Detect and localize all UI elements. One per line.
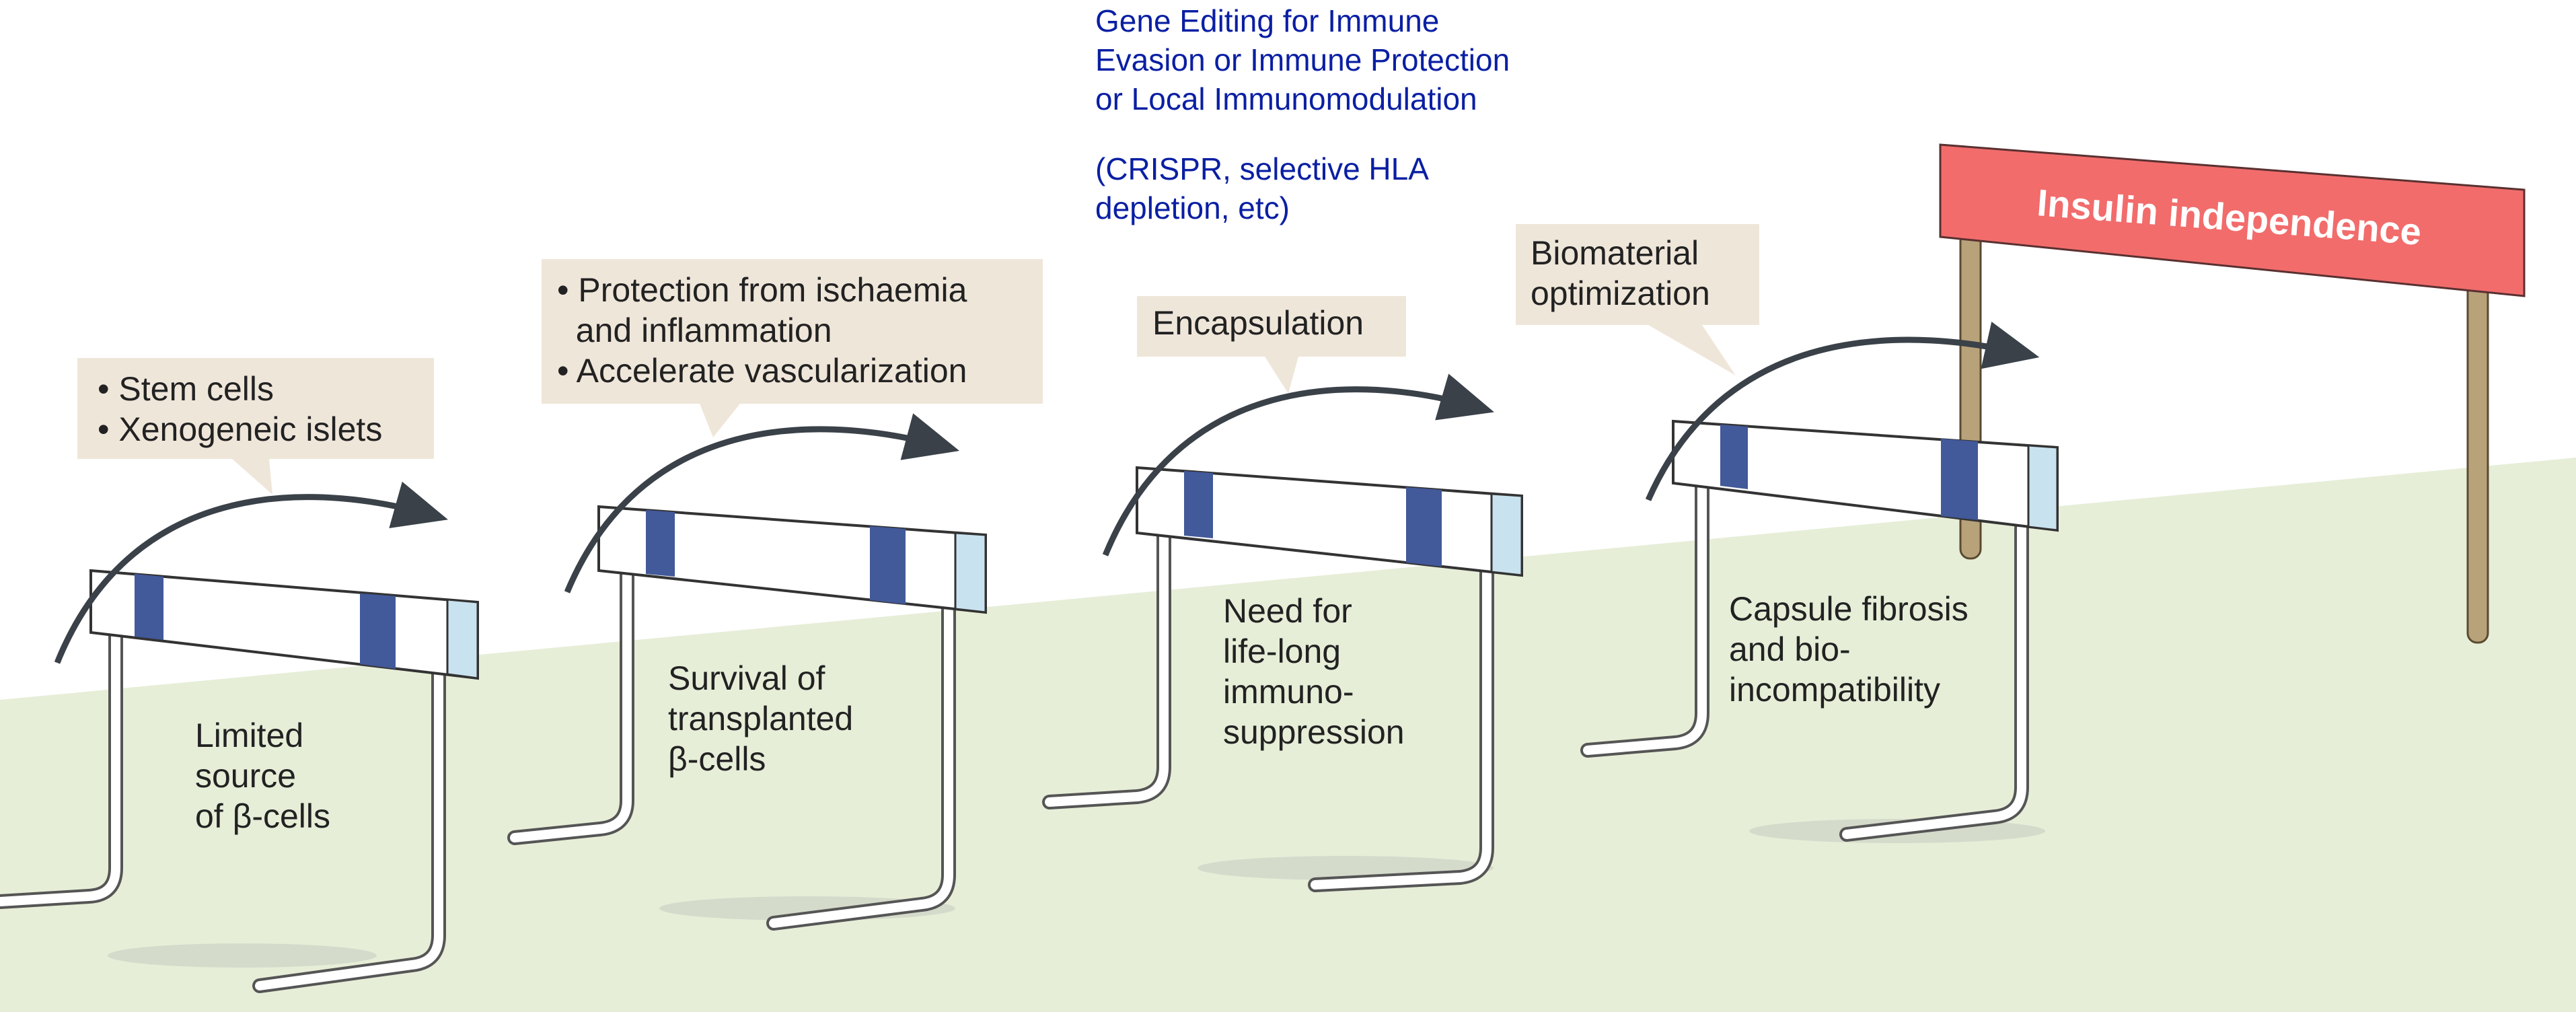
hurdle-3-obstacle-line-3: immuno- [1223, 673, 1354, 711]
hurdle-3-callout-line-1: Encapsulation [1152, 304, 1364, 342]
hurdle-1-callout-line-1: • Stem cells [98, 370, 274, 408]
hurdle-2: • Protection from ischaemia and inflamma… [507, 259, 1043, 931]
hurdle-3-obstacle-line-2: life-long [1223, 632, 1341, 670]
annotation-detail-line-1: (CRISPR, selective HLA [1095, 151, 1429, 186]
hurdle-1-callout [77, 358, 434, 495]
hurdle-1-obstacle-line-2: source [195, 757, 296, 795]
annotation-detail-line-2: depletion, etc) [1095, 190, 1290, 225]
hurdle-2-callout-line-1: • Protection from ischaemia [557, 271, 967, 309]
hurdle-3-callout [1137, 296, 1406, 394]
finish-line: Insulin independence [1939, 143, 2526, 644]
annotation-title-line-3: or Local Immunomodulation [1095, 81, 1477, 116]
hurdle-3-obstacle-line-1: Need for [1223, 592, 1352, 630]
hurdle-2-callout-line-3: • Accelerate vascularization [557, 352, 967, 390]
hurdle-2-obstacle-line-1: Survival of [668, 659, 825, 697]
hurdle-1-obstacle-line-3: of β-cells [195, 797, 330, 835]
hurdle-4-callout-line-1: Biomaterial [1531, 234, 1699, 272]
ground-plane [0, 458, 2576, 1012]
hurdle-1-callout-line-2: • Xenogeneic islets [98, 410, 382, 448]
hurdle-2-callout-line-2: and inflammation [557, 312, 832, 349]
hurdle-4-obstacle-line-1: Capsule fibrosis [1729, 590, 1968, 628]
gene-editing-annotation: Gene Editing for Immune Evasion or Immun… [1095, 3, 1510, 225]
hurdle-2-callout [542, 259, 1043, 437]
finish-post-right [2466, 268, 2489, 644]
hurdle-2-obstacle-line-2: transplanted [668, 700, 853, 737]
finish-banner [1939, 143, 2526, 297]
hurdle-4-arrow [1645, 322, 2040, 501]
hurdle-4-callout [1516, 224, 1759, 375]
hurdle-3-arrow [1102, 373, 1494, 556]
hurdle-2-arrow [564, 413, 960, 593]
hurdle-4-obstacle-line-3: incompatibility [1729, 671, 1940, 709]
hurdle-3: Encapsulation Need for life-long immuno-… [1042, 296, 1523, 892]
hurdle-3-obstacle-line-4: suppression [1223, 713, 1405, 751]
hurdle-4: Biomaterial optimization Capsule fibrosi… [1516, 224, 2059, 843]
hurdle-1-obstacle-line-1: Limited [195, 717, 303, 754]
hurdle-1-arrow [54, 481, 448, 664]
hurdle-1: • Stem cells • Xenogeneic islets Limited… [0, 358, 479, 993]
hurdle-2-obstacle-line-3: β-cells [668, 740, 766, 778]
hurdle-4-obstacle-line-2: and bio- [1729, 630, 1851, 668]
hurdle-4-callout-line-2: optimization [1531, 275, 1710, 312]
annotation-title-line-2: Evasion or Immune Protection [1095, 42, 1510, 77]
annotation-title-line-1: Gene Editing for Immune [1095, 3, 1439, 38]
